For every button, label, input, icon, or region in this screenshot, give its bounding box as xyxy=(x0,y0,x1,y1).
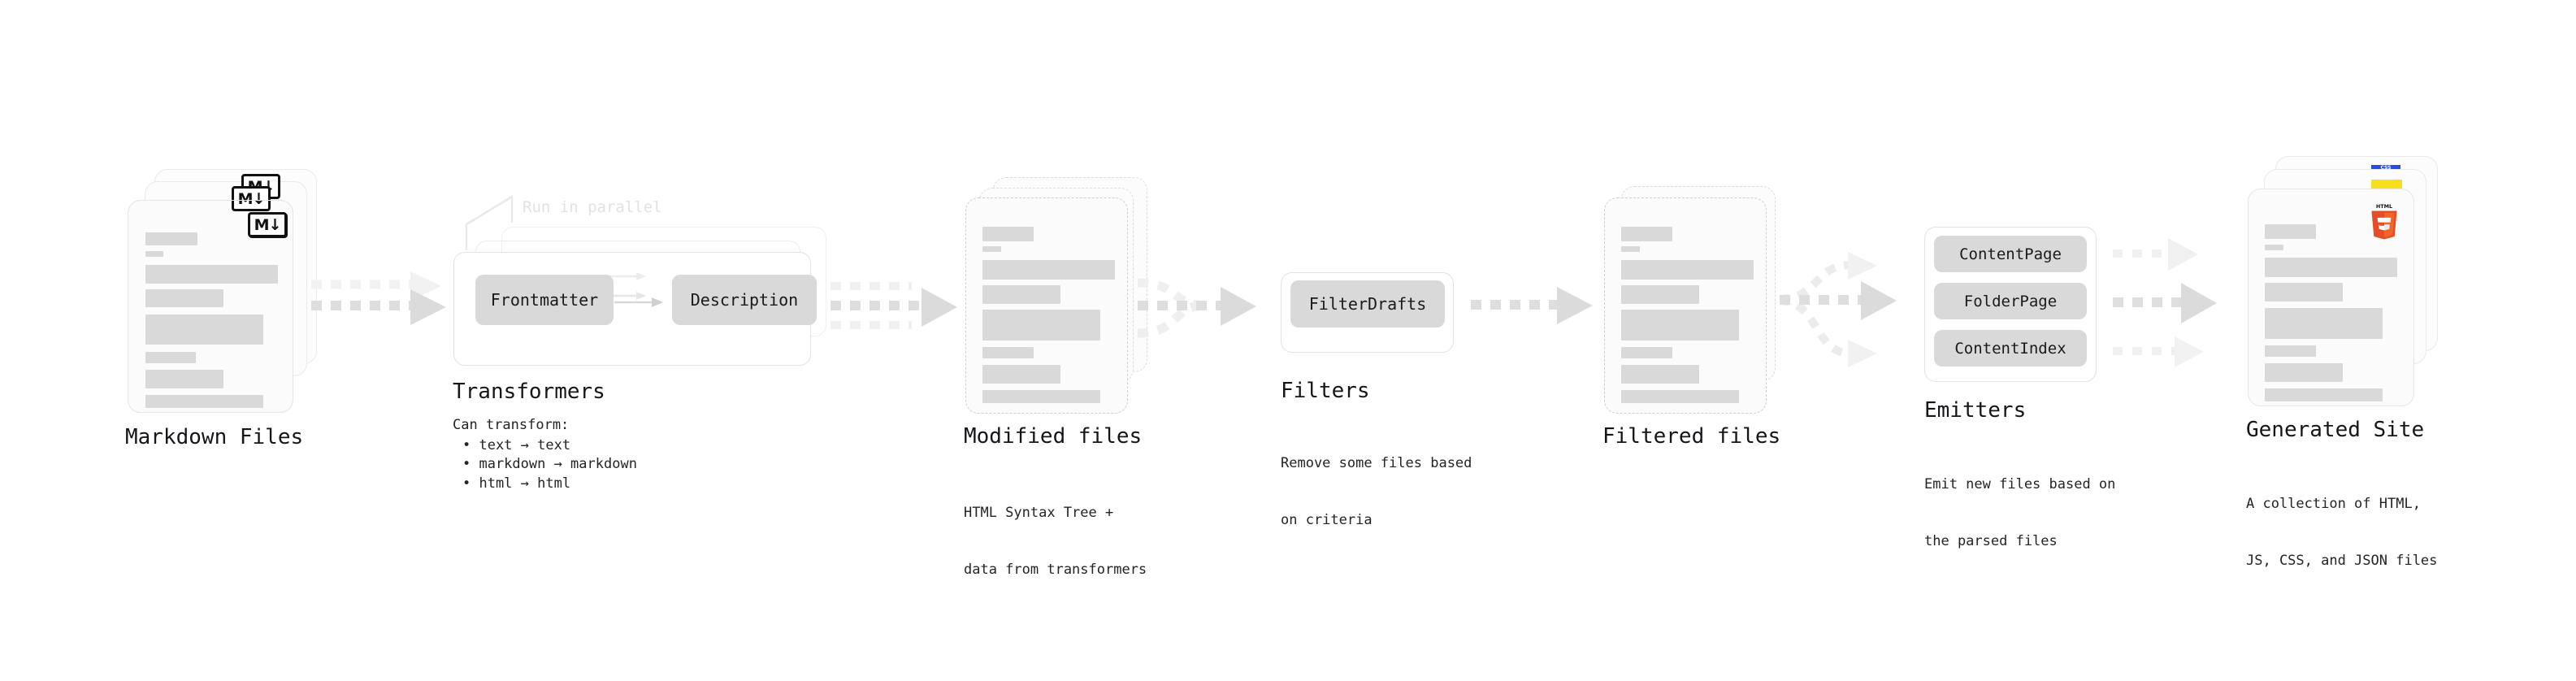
modified-files-description: HTML Syntax Tree + data from transformer… xyxy=(964,466,1147,618)
transformers-bullet-1: • markdown → markdown xyxy=(462,456,637,473)
generated-site-label: Generated Site xyxy=(2246,418,2425,442)
transformers-bullet-2: • html → html xyxy=(462,475,571,492)
arrow-emitters-to-site xyxy=(2113,238,2217,367)
svg-text:HTML: HTML xyxy=(2376,203,2392,210)
markdown-file-front-cover xyxy=(128,200,293,413)
filter-chip-filterdrafts[interactable]: FilterDrafts xyxy=(1290,280,1445,327)
arrow-filters-to-filtered xyxy=(1471,287,1593,324)
transformers-bullet-list: • text → text • markdown → markdown • ht… xyxy=(462,436,637,493)
transformers-intro: Can transform: xyxy=(453,417,570,433)
emitters-desc-1: the parsed files xyxy=(1924,533,2058,550)
generated-site-desc-0: A collection of HTML, xyxy=(2246,495,2421,512)
generated-site-desc-1: JS, CSS, and JSON files xyxy=(2246,553,2438,570)
emitters-description: Emit new files based on the parsed files xyxy=(1924,437,2115,590)
arrow-transformers-to-modified xyxy=(830,282,957,329)
generated-site-description: A collection of HTML, JS, CSS, and JSON … xyxy=(2246,457,2437,609)
markdown-files-label: Markdown Files xyxy=(125,425,304,449)
html5-icon: HTML xyxy=(2371,203,2397,240)
filters-label: Filters xyxy=(1281,379,1370,403)
emitters-desc-0: Emit new files based on xyxy=(1924,475,2116,492)
transformers-label: Transformers xyxy=(453,380,605,404)
filters-description: Remove some files based on criteria xyxy=(1281,416,1472,569)
modified-files-desc-1: data from transformers xyxy=(964,562,1147,579)
modified-file-front[interactable] xyxy=(965,197,1128,414)
modified-files-label: Modified files xyxy=(964,424,1143,449)
emitter-chip-contentpage[interactable]: ContentPage xyxy=(1934,236,2087,272)
emitter-chip-folderpage[interactable]: FolderPage xyxy=(1934,283,2087,319)
filters-desc-1: on criteria xyxy=(1281,512,1373,529)
markdown-icon-ghost-mid2: M↓ xyxy=(232,186,271,211)
transformer-arrow-frontmatter-to-description xyxy=(614,297,663,307)
arrow-markdown-to-transformers xyxy=(311,271,446,325)
modified-files-desc-0: HTML Syntax Tree + xyxy=(964,504,1114,521)
site-file-front[interactable]: HTML xyxy=(2248,189,2414,406)
markdown-icon-front: M↓ xyxy=(248,212,287,237)
run-in-parallel-bracket xyxy=(465,194,514,250)
run-in-parallel-note: Run in parallel xyxy=(523,198,662,216)
filtered-files-label: Filtered files xyxy=(1602,424,1781,449)
transformer-chip-frontmatter[interactable]: Frontmatter xyxy=(475,275,614,325)
emitter-chip-contentindex[interactable]: ContentIndex xyxy=(1934,330,2087,367)
filters-desc-0: Remove some files based xyxy=(1281,454,1472,471)
arrow-filtered-to-emitters xyxy=(1779,252,1897,367)
transformer-chip-description[interactable]: Description xyxy=(672,275,817,325)
arrow-modified-to-filters xyxy=(1137,278,1256,338)
transformers-bullet-0: • text → text xyxy=(462,437,571,453)
filtered-file-front[interactable] xyxy=(1604,197,1767,414)
emitters-label: Emitters xyxy=(1924,398,2027,423)
